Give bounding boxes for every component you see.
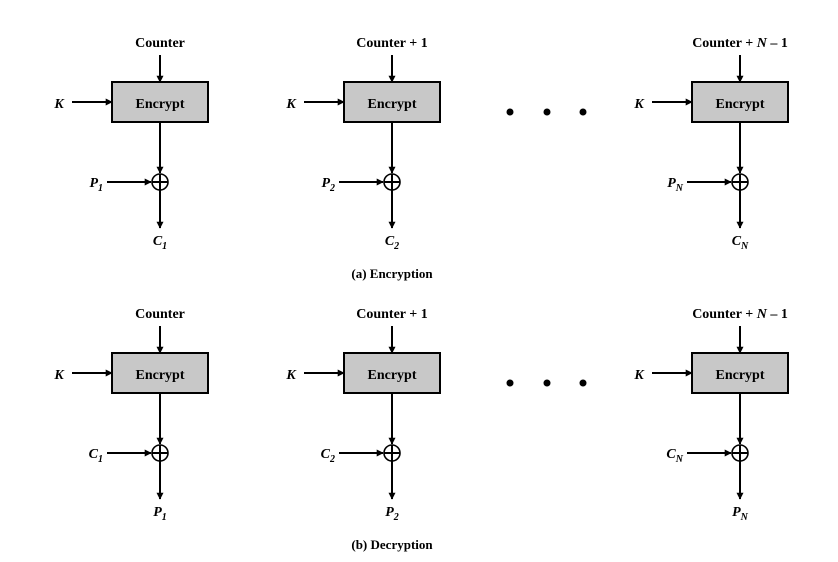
encrypt-box-label: Encrypt [368,368,417,383]
output-label: CN [732,234,749,252]
counter-label: Counter [135,36,185,51]
xor-icon [383,444,401,462]
decryption-stage-3: Counter + N – 1 Encrypt K CN PN [633,307,789,523]
counter-label: Counter + 1 [356,36,428,51]
key-label: K [285,368,297,383]
key-label: K [53,97,65,112]
input-label: C2 [321,447,335,465]
encryption-caption: (a) Encryption [351,266,433,281]
xor-icon [151,444,169,462]
xor-icon [731,444,749,462]
key-label: K [285,97,297,112]
counter-label: Counter [135,307,185,322]
key-label: K [53,368,65,383]
encrypt-box [111,352,209,394]
encryption-stage-3: Counter + N – 1 Encrypt K PN CN [633,36,789,252]
ellipsis-dots-encryption [506,108,587,116]
output-label: P1 [153,505,167,523]
ellipsis-dots-decryption [506,379,587,387]
encrypt-box-label: Encrypt [368,97,417,112]
output-label: PN [732,505,749,523]
xor-icon [383,173,401,191]
encrypt-box-label: Encrypt [716,368,765,383]
encrypt-box-label: Encrypt [716,97,765,112]
output-label: C2 [385,234,399,252]
input-label: PN [667,176,684,194]
encrypt-box-label: Encrypt [136,97,185,112]
key-label: K [633,368,645,383]
counter-label: Counter + N – 1 [692,36,788,51]
input-label: CN [666,447,683,465]
encrypt-box [691,81,789,123]
encrypt-box-label: Encrypt [136,368,185,383]
counter-label: Counter + 1 [356,307,428,322]
decryption-caption: (b) Decryption [351,537,433,552]
input-label: C1 [89,447,103,465]
counter-label: Counter + N – 1 [692,307,788,322]
encrypt-box [343,81,441,123]
output-label: P2 [385,505,399,523]
output-label: C1 [153,234,167,252]
input-label: P1 [89,176,103,194]
xor-icon [731,173,749,191]
key-label: K [633,97,645,112]
encrypt-box [343,352,441,394]
xor-icon [151,173,169,191]
input-label: P2 [321,176,335,194]
